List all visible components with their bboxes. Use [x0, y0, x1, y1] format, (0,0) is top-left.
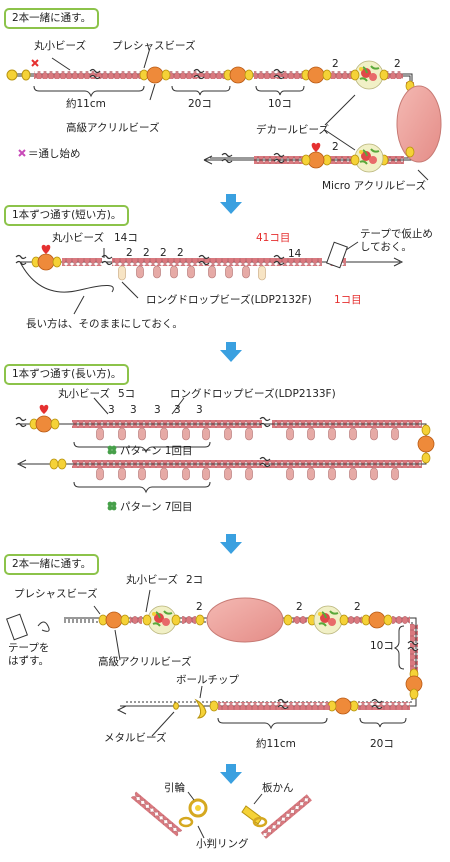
- bead-count-num: 3: [174, 404, 181, 416]
- start-note: ＝通し始め: [28, 148, 81, 160]
- first-bead-label: 1コ目: [334, 294, 362, 306]
- pattern-1-label: パターン 1回目: [120, 445, 193, 457]
- count-20-label: 20コ: [370, 738, 394, 750]
- kokyu-acryl-label: 高級アクリルビーズ: [98, 656, 192, 668]
- pattern-7-label: パターン 7回目: [120, 501, 193, 513]
- bead-count-num: 2: [143, 247, 150, 259]
- count-10-label: 10コ: [268, 98, 292, 110]
- step-arrow: [220, 342, 242, 362]
- bead-count-2: 2: [332, 141, 339, 153]
- bead-count-2: 2: [196, 601, 203, 613]
- tape-note-line2: しておく。: [360, 241, 412, 253]
- step-arrow: [220, 534, 242, 554]
- decal-beads-label: デカールビーズ: [256, 124, 329, 136]
- step4-title: 2本一緒に通す。: [4, 554, 100, 575]
- step3-title: 1本ずつ通す(長い方)。: [4, 364, 130, 385]
- step-arrow: [220, 764, 242, 784]
- count-11cm-label: 約11cm: [66, 98, 106, 110]
- long-drop-label: ロングドロップビーズ(LDP2132F): [146, 294, 312, 306]
- maru-kobeads-label: 丸小ビーズ: [34, 40, 86, 52]
- bead-count-num: 3: [196, 404, 203, 416]
- count-11cm-label: 約11cm: [256, 738, 296, 750]
- step2-diagram: [15, 241, 404, 315]
- maru-kobeads-label: 丸小ビーズ: [52, 232, 104, 244]
- hikiwa-label: 引輪: [164, 782, 185, 794]
- tape-note-line1: テープで仮止め: [360, 228, 433, 240]
- step2-title: 1本ずつ通す(短い方)。: [4, 205, 130, 226]
- bead-count-num: 2: [177, 247, 184, 259]
- precious-beads-label: プレシャスビーズ: [112, 40, 196, 52]
- bead-count-14: 14: [288, 248, 302, 260]
- itakan-label: 板かん: [262, 782, 294, 794]
- bead-count-2: 2: [354, 601, 361, 613]
- count-10-label: 10コ: [370, 640, 394, 652]
- maru-kobeads-label: 丸小ビーズ: [126, 574, 178, 586]
- count-20-label: 20コ: [188, 98, 212, 110]
- bead-count-num: 3: [108, 404, 115, 416]
- bead-count-num: 2: [160, 247, 167, 259]
- step4-diagram: [6, 589, 423, 737]
- bead-count-num: 2: [126, 247, 133, 259]
- metal-beads-label: メタルビーズ: [104, 732, 167, 744]
- bead-count-2: 2: [394, 58, 401, 70]
- kokyu-acryl-label: 高級アクリルビーズ: [66, 122, 160, 134]
- precious-beads-label: プレシャスビーズ: [14, 588, 98, 600]
- count-5-label: 5コ: [118, 388, 136, 400]
- tape-remove-line1: テープを: [8, 642, 50, 654]
- bead-count-2: 2: [332, 58, 339, 70]
- maru-kobeads-label: 丸小ビーズ: [58, 388, 110, 400]
- count-41-label: 41コ目: [256, 232, 291, 244]
- kohan-ring-label: 小判リング: [196, 838, 249, 850]
- long-side-note: 長い方は、そのままにしておく。: [26, 318, 183, 330]
- ball-chip-label: ボールチップ: [176, 674, 239, 686]
- count-2-label: 2コ: [186, 574, 204, 586]
- step1-diagram: [6, 47, 442, 181]
- micro-acryl-label: Micro アクリルビーズ: [322, 180, 427, 192]
- step1-title: 2本一緒に通す。: [4, 8, 100, 29]
- bead-count-2: 2: [296, 601, 303, 613]
- count-14-label: 14コ: [114, 232, 138, 244]
- bead-count-num: 3: [154, 404, 161, 416]
- final-diagram: [130, 791, 312, 839]
- step3-diagram: [15, 397, 435, 511]
- long-drop-label: ロングドロップビーズ(LDP2133F): [170, 388, 336, 400]
- tape-remove-line2: はずす。: [8, 655, 49, 667]
- bead-count-num: 3: [130, 404, 137, 416]
- step-arrow: [220, 194, 242, 214]
